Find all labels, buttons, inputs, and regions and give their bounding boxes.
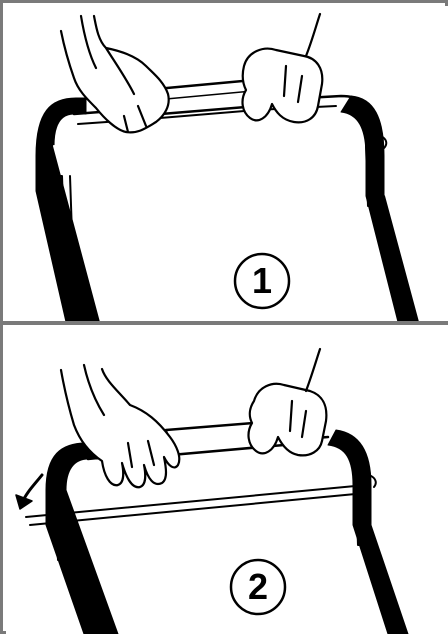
step-2-number: 2 (229, 558, 287, 616)
right-hand-icon (243, 14, 323, 122)
step-1-number: 1 (233, 252, 291, 310)
step-1-illustration (6, 6, 448, 322)
right-hand-icon (249, 349, 327, 455)
right-handle-tube (341, 96, 418, 322)
step-2-illustration (6, 325, 448, 634)
left-hand-icon (61, 365, 179, 487)
step-2-panel: 2 (6, 325, 448, 634)
step-1-panel: 1 (6, 6, 448, 322)
